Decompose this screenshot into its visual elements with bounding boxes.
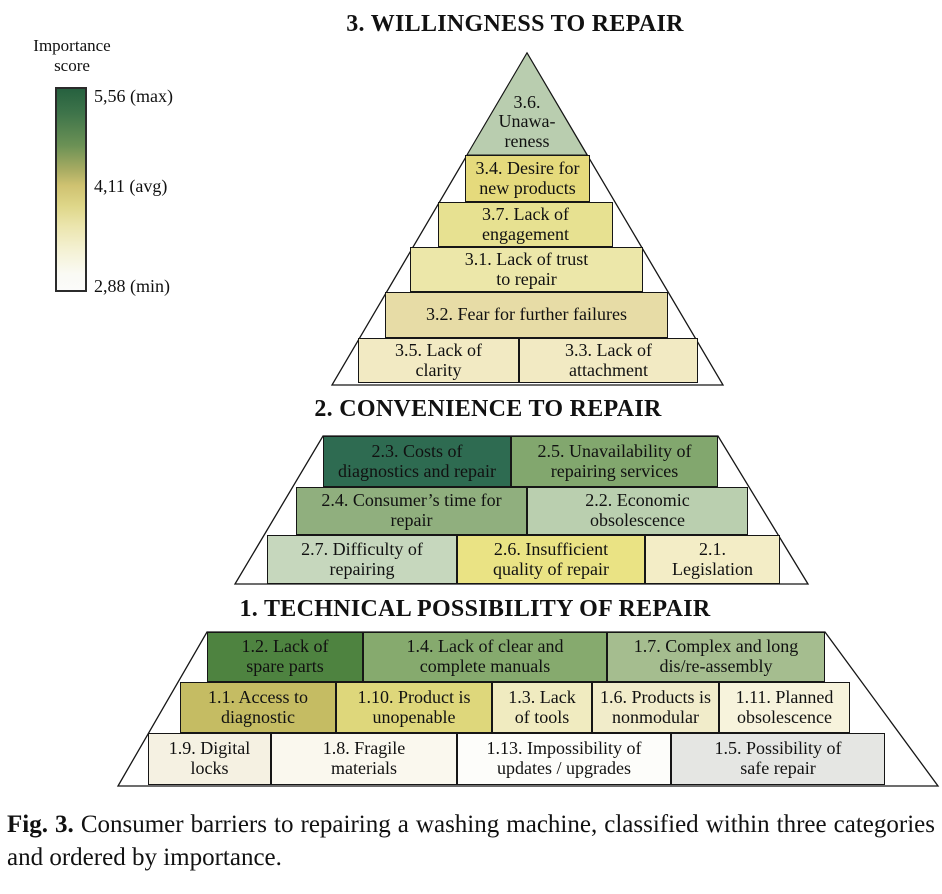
barrier-block-1-5: 1.5. Possibility of safe repair [671,733,885,785]
barrier-block-1-7: 1.7. Complex and long dis/re-assembly [607,632,825,682]
barrier-block-3-1: 3.1. Lack of trust to repair [410,247,643,292]
barrier-block-1-8: 1.8. Fragile materials [271,733,457,785]
barrier-block-3-2: 3.2. Fear for further failures [385,292,668,338]
barrier-block-3-5: 3.5. Lack of clarity [358,338,519,383]
barrier-block-1-4: 1.4. Lack of clear and complete manuals [363,632,607,682]
barrier-block-2-2: 2.2. Economic obsolescence [527,487,748,535]
figure-caption: Fig. 3. Consumer barriers to repairing a… [0,808,942,874]
barrier-block-2-7: 2.7. Difficulty of repairing [267,535,457,584]
barrier-block-2-5: 2.5. Unavailability of repairing service… [511,436,718,487]
barrier-block-1-6: 1.6. Products is nonmodular [592,682,719,733]
legend-max-label: 5,56 (max) [94,86,173,106]
caption-label: Fig. 3. [7,811,74,838]
caption-text: Consumer barriers to repairing a washing… [7,811,935,871]
legend-min-label: 2,88 (min) [94,276,170,296]
barrier-block-3-3: 3.3. Lack of attachment [519,338,698,383]
pyramid-3-title: 3. WILLINGNESS TO REPAIR [346,11,684,37]
barrier-block-2-4: 2.4. Consumer’s time for repair [296,487,527,535]
barrier-block-3-6: 3.6. Unawa- reness [498,91,556,151]
barrier-block-1-9: 1.9. Digital locks [148,733,271,785]
legend-title: Importance score [33,36,111,76]
barrier-block-1-3: 1.3. Lack of tools [492,682,592,733]
barrier-block-2-6: 2.6. Insufficient quality of repair [457,535,645,584]
barrier-block-1-2: 1.2. Lack of spare parts [207,632,363,682]
barrier-block-1-11: 1.11. Planned obsolescence [719,682,850,733]
barrier-block-3-7: 3.7. Lack of engagement [438,202,613,247]
barrier-block-1-13: 1.13. Impossibility of updates / upgrade… [457,733,671,785]
legend-avg-label: 4,11 (avg) [94,176,168,196]
barrier-block-3-4: 3.4. Desire for new products [465,155,590,202]
legend-gradient-bar [55,87,87,292]
pyramid-1-title: 1. TECHNICAL POSSIBILITY OF REPAIR [239,596,711,622]
barrier-block-1-1: 1.1. Access to diagnostic [180,682,336,733]
barrier-block-1-10: 1.10. Product is unopenable [336,682,492,733]
barrier-block-2-1: 2.1. Legislation [645,535,780,584]
pyramid-2-title: 2. CONVENIENCE TO REPAIR [314,396,662,422]
barrier-block-2-3: 2.3. Costs of diagnostics and repair [323,436,511,487]
